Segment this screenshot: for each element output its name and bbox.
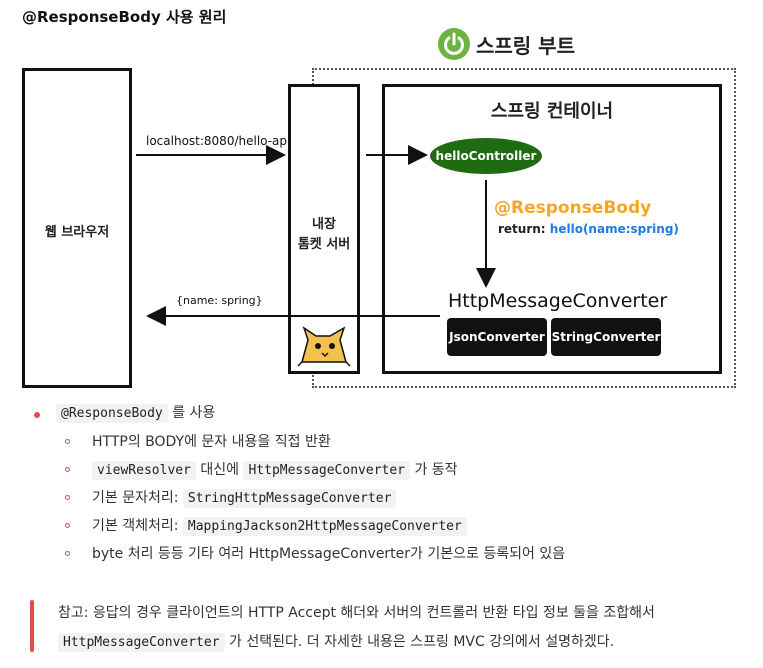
return-statement: return: hello(name:spring) — [498, 222, 679, 236]
responsebody-annotation: @ResponseBody — [494, 198, 652, 218]
page-title: @ResponseBody 사용 원리 — [22, 8, 227, 26]
bullet-main-text: 를 사용 — [172, 405, 216, 421]
note-line-2: HttpMessageConverter 가 선택된다. 더 자세한 내용은 스… — [58, 631, 615, 652]
code-stringhttpmessageconverter: StringHttpMessageConverter — [182, 489, 397, 508]
spring-boot-label: 스프링 부트 — [476, 34, 575, 58]
sub-bullet-1: HTTP의 BODY에 문자 내용을 직접 반환 — [92, 434, 331, 450]
power-icon — [444, 32, 464, 55]
string-converter-box: StringConverter — [551, 318, 661, 356]
code-mappingjackson2httpmessageconverter: MappingJackson2HttpMessageConverter — [182, 517, 467, 536]
sub-bullet-3: 기본 문자처리: StringHttpMessageConverter — [92, 487, 397, 508]
sub-bullet-ring — [65, 551, 70, 556]
note-line-2-text: 가 선택된다. 더 자세한 내용은 스프링 MVC 강의에서 설명하겠다. — [229, 634, 615, 650]
code-httpmessageconverter-note: HttpMessageConverter — [58, 633, 225, 652]
sub-bullet-2: viewResolver 대신에 HttpMessageConverter 가 … — [92, 459, 458, 480]
sub-bullet-ring — [65, 467, 70, 472]
sub-bullet-2-text2: 가 동작 — [414, 462, 458, 478]
sub-bullet-4-text: 기본 객체처리: — [92, 518, 179, 534]
return-value: hello(name:spring) — [549, 222, 679, 236]
tomcat-cat-icon — [297, 326, 351, 367]
sub-bullet-2-text1: 대신에 — [200, 462, 240, 478]
sub-bullet-ring — [65, 495, 70, 500]
tomcat-label-line2: 톰켓 서버 — [297, 237, 351, 252]
note-accent-bar — [30, 600, 34, 652]
code-responsebody: @ResponseBody — [56, 404, 168, 423]
browser-label: 웹 브라우저 — [44, 225, 110, 240]
diagram-arrows — [136, 145, 496, 367]
bullet-main: @ResponseBody 를 사용 — [56, 402, 216, 423]
code-httpmessageconverter: HttpMessageConverter — [243, 461, 411, 480]
code-viewresolver: viewResolver — [92, 461, 196, 480]
sub-bullet-4: 기본 객체처리: MappingJackson2HttpMessageConve… — [92, 515, 467, 536]
sub-bullet-ring — [65, 439, 70, 444]
container-title: 스프링 컨테이너 — [490, 101, 614, 122]
json-converter-box: JsonConverter — [447, 318, 547, 356]
web-browser-box: 웹 브라우저 — [22, 68, 132, 388]
note-line-1: 참고: 응답의 경우 클라이언트의 HTTP Accept 해더와 서버의 컨트… — [58, 605, 655, 621]
embedded-tomcat-box: 내장 톰켓 서버 — [288, 84, 360, 374]
request-url-label: localhost:8080/hello-api — [146, 134, 291, 148]
tomcat-label: 내장 톰켓 서버 — [291, 215, 357, 255]
tomcat-label-line1: 내장 — [312, 217, 336, 232]
hello-controller-node: helloController — [430, 138, 542, 174]
spring-boot-logo — [438, 28, 470, 60]
sub-bullet-ring — [65, 523, 70, 528]
return-prefix: return: — [498, 222, 546, 236]
sub-bullet-5: byte 처리 등등 기타 여러 HttpMessageConverter가 기… — [92, 546, 566, 562]
http-message-converter-title: HttpMessageConverter — [448, 290, 668, 312]
response-json-label: {name: spring} — [176, 294, 263, 307]
sub-bullet-3-text: 기본 문자처리: — [92, 490, 179, 506]
bullet-dot — [34, 412, 40, 418]
